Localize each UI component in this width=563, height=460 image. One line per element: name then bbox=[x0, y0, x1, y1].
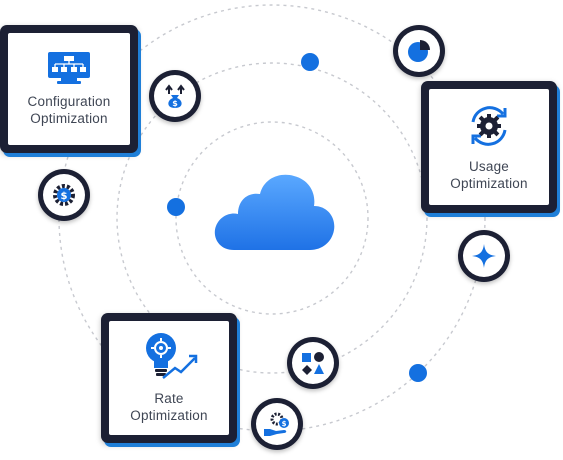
dollar-gear-icon: $ bbox=[53, 184, 75, 206]
svg-text:$: $ bbox=[61, 191, 68, 202]
network-hierarchy-icon bbox=[48, 52, 90, 84]
hand-dollar-badge[interactable]: $ bbox=[251, 398, 303, 450]
svg-text:$: $ bbox=[172, 99, 178, 108]
card-label-line: Optimization bbox=[450, 176, 528, 191]
outer-orbit bbox=[58, 4, 486, 432]
pie-chart-badge[interactable] bbox=[393, 25, 445, 77]
card-label: Configuration Optimization bbox=[28, 93, 111, 127]
card-label-line: Usage bbox=[468, 159, 510, 174]
svg-text:$: $ bbox=[282, 420, 287, 428]
orbit-dot bbox=[167, 198, 185, 216]
gear-sync-icon bbox=[471, 106, 507, 146]
card-label-line: Configuration bbox=[27, 94, 111, 109]
shapes-badge[interactable] bbox=[287, 337, 339, 389]
card-label-line: Optimization bbox=[30, 111, 108, 126]
orbit-dot bbox=[409, 364, 427, 382]
cloud-icon bbox=[214, 174, 335, 250]
shapes-icon bbox=[302, 352, 324, 375]
orbit-dot bbox=[301, 53, 319, 71]
money-bag-badge[interactable]: $ bbox=[149, 70, 201, 122]
rate-optimization-card[interactable]: Rate Optimization bbox=[101, 313, 237, 443]
money-bag-arrows-icon: $ bbox=[165, 84, 185, 108]
sparkle-icon bbox=[472, 244, 496, 268]
card-label: Usage Optimization bbox=[450, 158, 527, 192]
lightbulb-growth-icon bbox=[146, 333, 198, 379]
card-label-line: Optimization bbox=[130, 408, 208, 423]
dollar-gear-badge[interactable]: $ bbox=[38, 169, 90, 221]
card-label-line: Rate bbox=[154, 391, 184, 406]
usage-optimization-card[interactable]: Usage Optimization bbox=[421, 81, 557, 213]
pie-chart-icon bbox=[408, 40, 430, 62]
hand-dollar-icon: $ bbox=[264, 412, 289, 436]
configuration-optimization-card[interactable]: Configuration Optimization bbox=[0, 25, 138, 153]
middle-orbit bbox=[116, 62, 428, 374]
sparkle-badge[interactable] bbox=[458, 230, 510, 282]
inner-orbit bbox=[175, 121, 369, 315]
card-label: Rate Optimization bbox=[130, 390, 207, 424]
